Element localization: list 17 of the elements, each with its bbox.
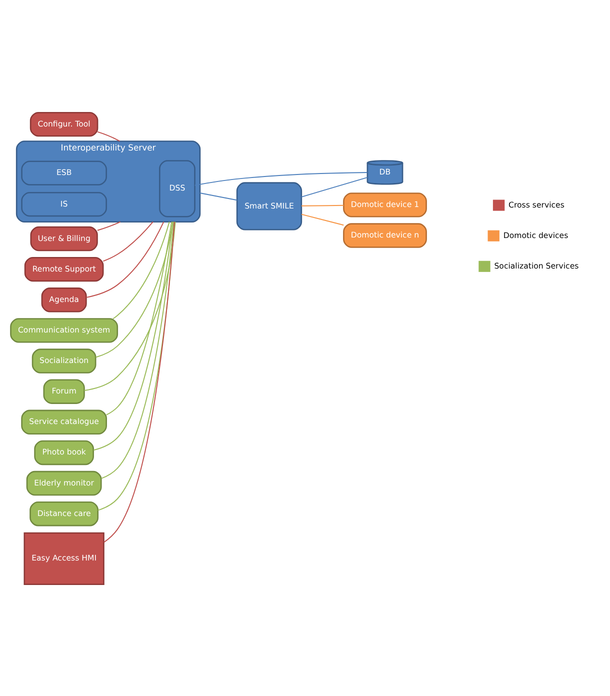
connector (84, 220, 176, 390)
connector (97, 220, 176, 510)
connector (194, 172, 368, 186)
connector (93, 220, 174, 450)
connector (96, 220, 121, 230)
connector (95, 220, 174, 358)
connector (97, 130, 120, 142)
connector (112, 220, 170, 319)
connector (86, 220, 164, 298)
connector (300, 204, 344, 206)
connector (102, 220, 154, 262)
connector (300, 213, 344, 226)
connector (106, 220, 172, 415)
connector (300, 176, 368, 197)
connector (100, 220, 174, 478)
connector (103, 220, 175, 542)
connector (199, 192, 238, 200)
